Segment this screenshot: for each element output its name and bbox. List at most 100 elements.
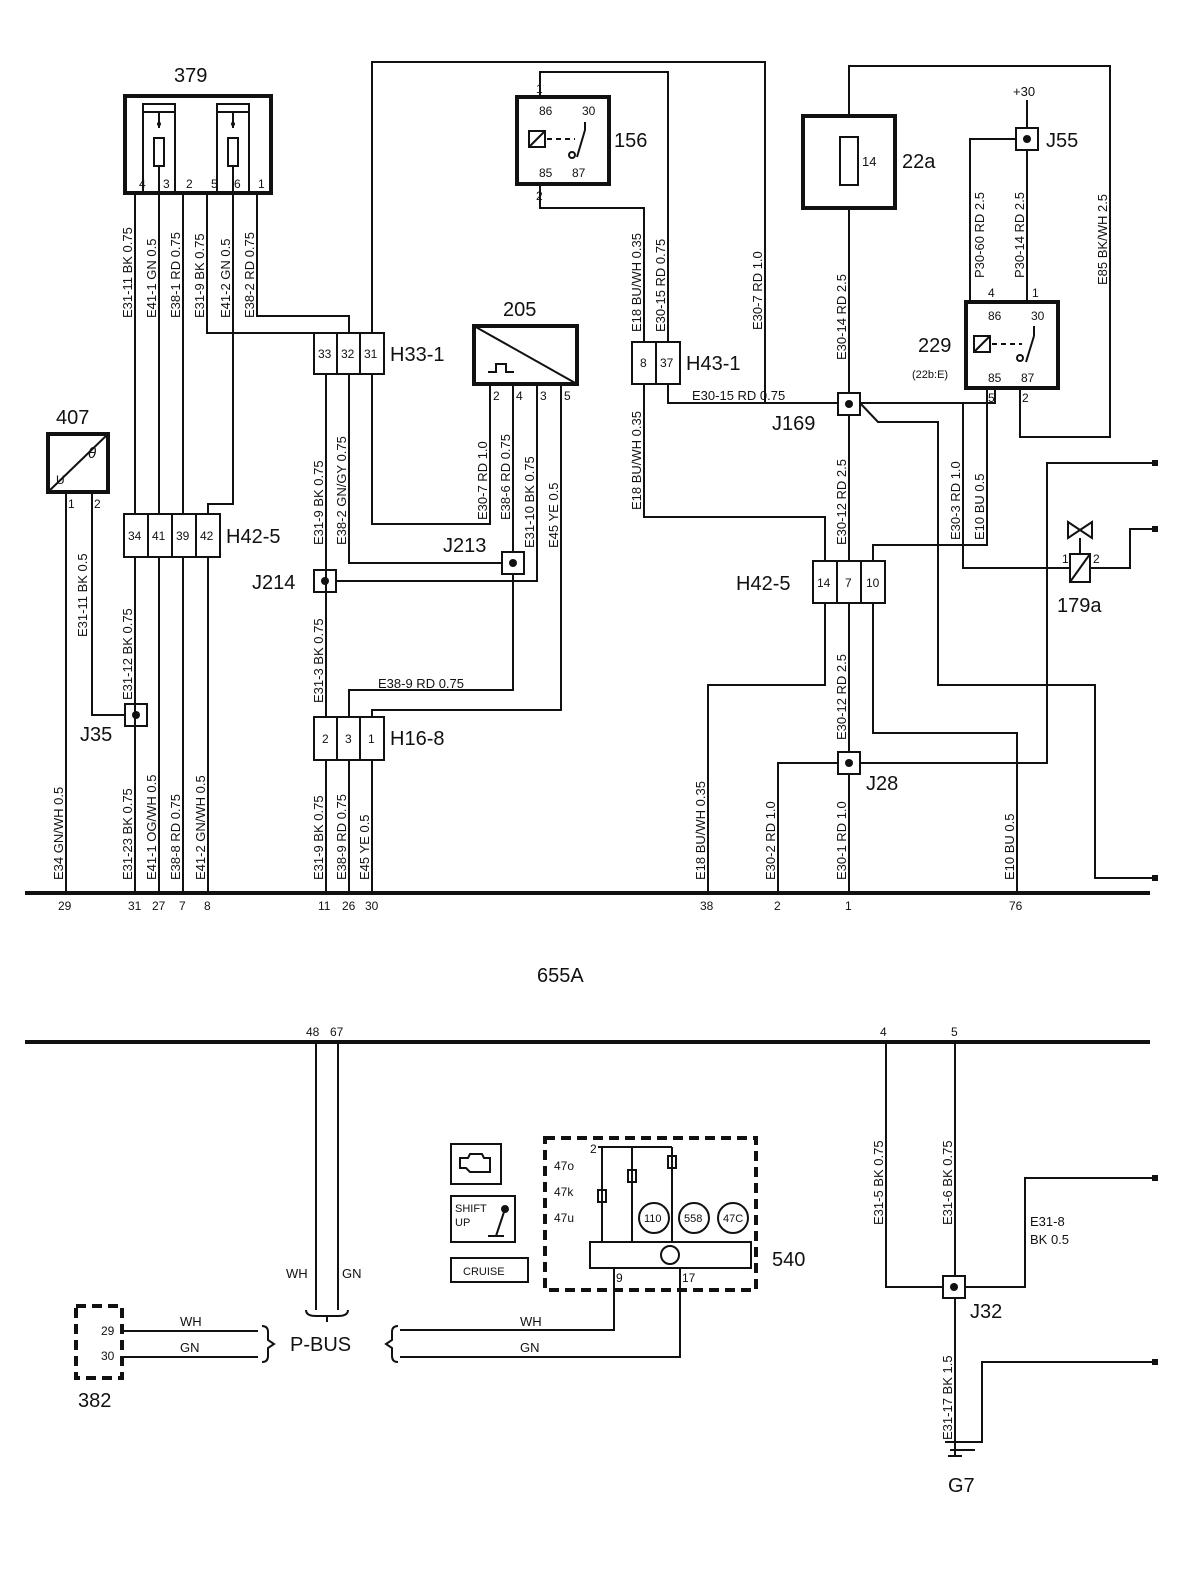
wire-label: E10 BU 0.5 xyxy=(972,474,987,541)
bus-top-pin: 31 xyxy=(128,899,142,913)
label-382: 382 xyxy=(78,1390,111,1412)
relay229-pin87: 87 xyxy=(1021,371,1035,385)
wire-label: WH xyxy=(286,1266,308,1281)
comp379-pin: 2 xyxy=(186,177,193,191)
component-205-box xyxy=(472,324,579,386)
wire-label: E38-9 RD 0.75 xyxy=(334,794,349,880)
wire-label: E38-2 RD 0.75 xyxy=(242,232,257,318)
comp205-pin: 5 xyxy=(564,389,571,403)
comp229-pin: 2 xyxy=(1022,391,1029,405)
comp156-pin: 2 xyxy=(536,189,543,203)
shift-label: SHIFT xyxy=(455,1203,487,1215)
wire-label: E18 BU/WH 0.35 xyxy=(629,411,644,510)
cruise-label: CRUISE xyxy=(463,1266,505,1278)
wire-label: E30-15 RD 0.75 xyxy=(653,239,668,332)
comp382-pin: 29 xyxy=(101,1324,115,1338)
bus-top-pin: 26 xyxy=(342,899,356,913)
fuse-22a-number: 14 xyxy=(862,154,876,169)
wire-label: E31-8 xyxy=(1030,1214,1065,1229)
relay156-pin87: 87 xyxy=(572,166,586,180)
comp205-pin: 2 xyxy=(493,389,500,403)
wire-label: E31-9 BK 0.75 xyxy=(311,795,326,880)
wire-label: E41-2 GN 0.5 xyxy=(218,239,233,319)
wire-label: E85 BK/WH 2.5 xyxy=(1095,194,1110,285)
comp379-pin: 5 xyxy=(211,177,218,191)
h16-8-pin: 1 xyxy=(368,732,375,746)
comp156-pin: 1 xyxy=(536,82,543,96)
wire-label: E31-6 BK 0.75 xyxy=(940,1140,955,1225)
comp179a-pin: 1 xyxy=(1062,552,1069,566)
label-205: 205 xyxy=(503,299,536,321)
wire-label: E41-1 OG/WH 0.5 xyxy=(144,775,159,880)
comp205-pin: 3 xyxy=(540,389,547,403)
comp540-led: 47k xyxy=(554,1185,574,1199)
component-540-box xyxy=(543,1136,758,1292)
h42-5-left-pin: 34 xyxy=(128,529,142,543)
wire-label: GN xyxy=(342,1266,362,1281)
h33-1-pin: 32 xyxy=(341,347,355,361)
label-156: 156 xyxy=(614,130,647,152)
joint-j32-label: J32 xyxy=(970,1301,1002,1323)
wire-label: E31-11 BK 0.75 xyxy=(120,227,135,318)
label-229-sub: (22b:E) xyxy=(912,369,948,381)
theta-symbol-icon: θ xyxy=(88,445,96,462)
connector-h42-5-right-label: H42-5 xyxy=(736,573,790,595)
bus-top-pin: 1 xyxy=(845,899,852,913)
wire-label: E31-3 BK 0.75 xyxy=(311,618,326,703)
wire-label: E31-9 BK 0.75 xyxy=(311,460,326,545)
wire-label: E30-12 RD 2.5 xyxy=(834,459,849,545)
wire-label: E10 BU 0.5 xyxy=(1002,814,1017,881)
comp540-pin: 9 xyxy=(616,1271,623,1285)
joint-j35-label: J35 xyxy=(80,724,112,746)
relay229-pin86: 86 xyxy=(988,309,1002,323)
comp540-led: 47o xyxy=(554,1159,574,1173)
wire-label: E45 YE 0.5 xyxy=(357,814,372,880)
wire-label: E18 BU/WH 0.35 xyxy=(693,781,708,880)
comp379-pin: 1 xyxy=(258,177,265,191)
bus-bottom-pin: 4 xyxy=(880,1025,887,1039)
check-engine-icon-box xyxy=(450,1143,502,1185)
wire-label: E31-9 BK 0.75 xyxy=(192,233,207,318)
label-540: 540 xyxy=(772,1249,805,1271)
relay-156-box xyxy=(515,95,611,186)
comp229-pin: 1 xyxy=(1032,286,1039,300)
relay156-pin86: 86 xyxy=(539,104,553,118)
h43-1-pin: 37 xyxy=(660,356,674,370)
wire-label: E30-2 RD 1.0 xyxy=(763,801,778,880)
component-407-box xyxy=(46,432,110,494)
connector-h16-8-label: H16-8 xyxy=(390,728,444,750)
wire-label: E30-3 RD 1.0 xyxy=(948,461,963,540)
wire-label: E31-12 BK 0.75 xyxy=(120,608,135,700)
bus-top-pin: 7 xyxy=(179,899,186,913)
relay229-pin30: 30 xyxy=(1031,309,1045,323)
cruise-icon-box xyxy=(450,1257,529,1283)
bus-top-pin: 11 xyxy=(318,899,331,913)
comp382-pin: 30 xyxy=(101,1349,115,1363)
wire-label: E30-15 RD 0.75 xyxy=(692,388,785,403)
comp407-pin: 1 xyxy=(68,497,75,511)
connector-h42-5-left-label: H42-5 xyxy=(226,526,280,548)
relay-229-box xyxy=(964,300,1060,390)
component-379-box xyxy=(123,94,273,195)
h42-5-right-pin: 10 xyxy=(866,576,880,590)
wire-label: E30-7 RD 1.0 xyxy=(750,251,765,330)
h42-5-right-pin: 14 xyxy=(817,576,831,590)
wire-label: E30-1 RD 1.0 xyxy=(834,801,849,880)
wire-label: GN xyxy=(180,1340,200,1355)
shift-up-icon-box xyxy=(450,1195,516,1243)
ground-g7-label: G7 xyxy=(948,1475,975,1497)
label-379: 379 xyxy=(174,65,207,87)
fuse-box-22a xyxy=(801,114,897,210)
wire-label: E31-5 BK 0.75 xyxy=(871,1140,886,1225)
wire-label: E31-17 BK 1.5 xyxy=(940,1355,955,1440)
h33-1-pin: 31 xyxy=(364,347,378,361)
comp540-pin: 17 xyxy=(682,1271,696,1285)
bus-top-pin: 27 xyxy=(152,899,166,913)
wire-label: WH xyxy=(180,1314,202,1329)
diagram-title: 655A xyxy=(537,965,584,987)
comp205-pin: 4 xyxy=(516,389,523,403)
connector-h43-1-label: H43-1 xyxy=(686,353,740,375)
bus-top-pin: 38 xyxy=(700,899,714,913)
bus-top-pin: 29 xyxy=(58,899,72,913)
bus-top-pin: 76 xyxy=(1009,899,1023,913)
